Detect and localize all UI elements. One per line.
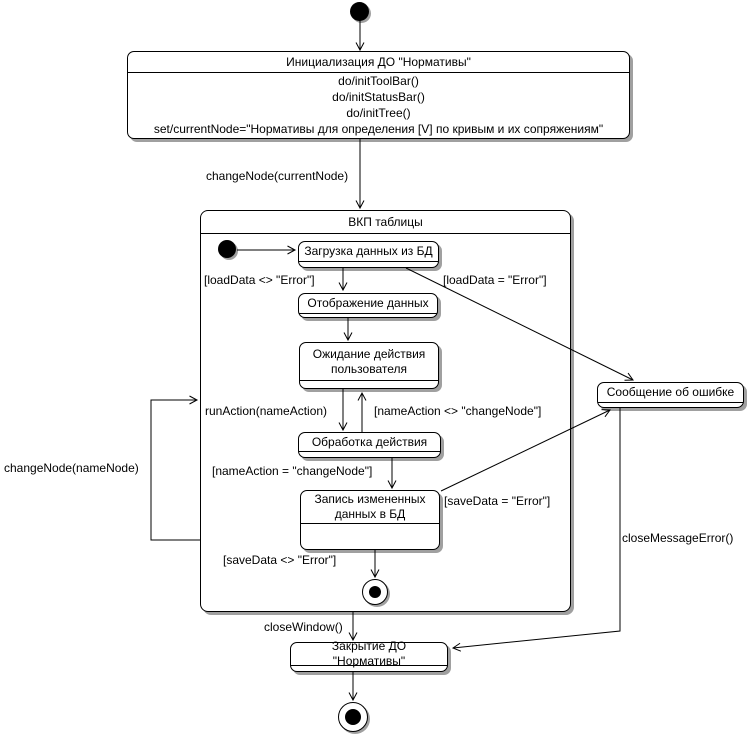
label-name-action-change: [nameAction = "changeNode"] [212,464,373,478]
transition-composite-self-loop [150,395,200,541]
label-load-ok: [loadData <> "Error"] [204,273,315,287]
state-load-data-title: Загрузка данных из БД [299,242,438,262]
state-load-data: Загрузка данных из БД [298,241,439,268]
state-composite-vkp-title: ВКП таблицы [201,211,570,234]
state-error-message-title: Сообщение об ошибке [598,383,743,403]
state-init-action: do/initTree() [346,106,411,120]
initial-state-dot [350,2,369,21]
label-close-window: closeWindow() [264,620,343,634]
state-save-data: Запись измененных данных в БД [300,490,440,550]
label-name-action-not-change: [nameAction <> "changeNode"] [374,404,542,418]
inner-initial-state-dot [218,240,236,258]
state-init-action: set/currentNode="Нормативы для определен… [153,122,604,136]
state-display-data: Отображение данных [298,293,438,318]
final-state-core [345,709,361,725]
label-close-message-error: closeMessageError() [622,531,734,545]
state-init-title: Инициализация ДО "Нормативы" [128,52,629,73]
final-state [338,702,368,732]
label-change-node-current: changeNode(currentNode) [206,169,349,183]
state-process-action: Обработка действия [298,432,441,458]
state-init-actions: do/initToolBar() do/initStatusBar() do/i… [128,73,629,137]
state-init: Инициализация ДО "Нормативы" do/initTool… [127,51,630,139]
inner-final-state-core [369,586,381,598]
label-run-action: runAction(nameAction) [205,404,328,418]
state-wait-user-action-title: Ожидание действия пользователя [300,343,438,381]
label-load-error: [loadData = "Error"] [443,273,547,287]
label-change-node-name: changeNode(nameNode) [4,461,139,475]
state-wait-user-action: Ожидание действия пользователя [299,342,439,389]
state-close: Закрытие ДО "Нормативы" [290,639,448,672]
state-close-title: Закрытие ДО "Нормативы" [291,639,447,668]
state-error-message: Сообщение об ошибке [597,382,744,408]
state-init-action: do/initStatusBar() [332,90,425,104]
label-save-error: [saveData = "Error"] [444,494,551,508]
state-display-data-title: Отображение данных [299,294,437,314]
state-process-action-title: Обработка действия [299,433,440,452]
state-save-data-title: Запись измененных данных в БД [301,491,439,524]
state-init-action: do/initToolBar() [338,74,419,88]
label-save-ok: [saveData <> "Error"] [223,553,337,567]
inner-final-state [362,579,388,605]
